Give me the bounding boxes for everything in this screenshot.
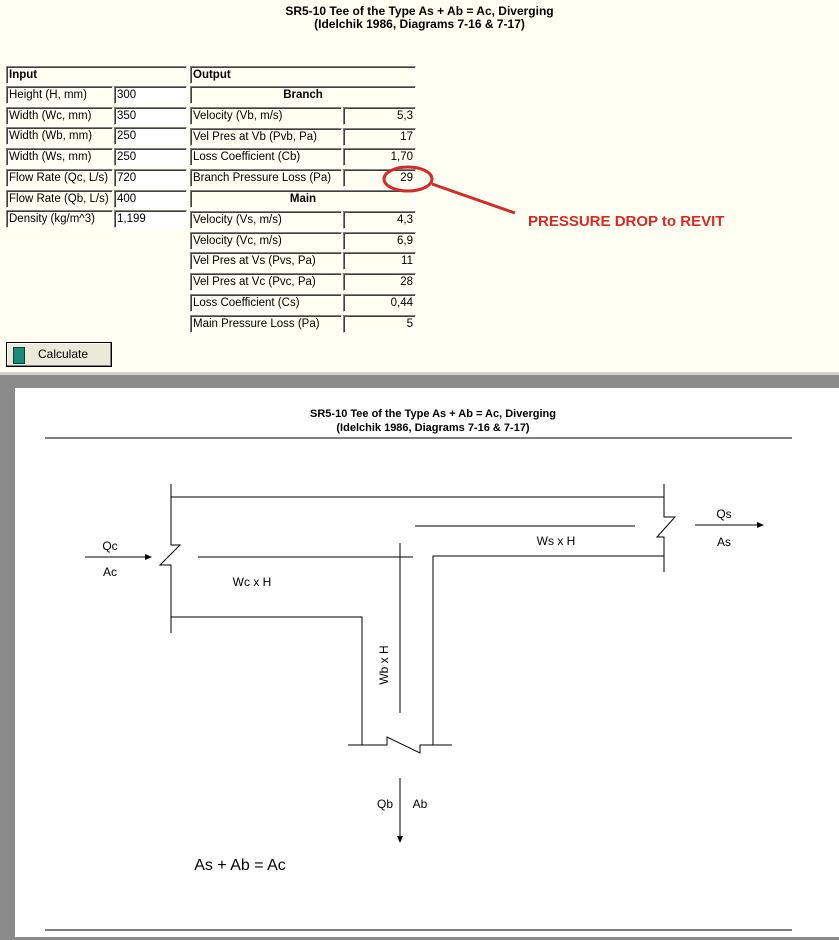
input-field[interactable]: 250 bbox=[114, 127, 187, 146]
output-label: Velocity (Vb, m/s) bbox=[190, 107, 342, 125]
diagram-title: SR5-10 Tee of the Type As + Ab = Ac, Div… bbox=[310, 408, 556, 420]
output-label: Main Pressure Loss (Pa) bbox=[190, 314, 342, 333]
input-label: Density (kg/m^3) bbox=[6, 210, 113, 229]
output-label: Vel Pres at Vc (Pvc, Pa) bbox=[190, 273, 342, 292]
diagram-paper bbox=[15, 388, 839, 937]
qb-label: Qb bbox=[377, 797, 393, 811]
input-label: Flow Rate (Qc, L/s) bbox=[6, 168, 113, 187]
output-label: Velocity (Vc, m/s) bbox=[190, 231, 342, 250]
arrow-icon bbox=[145, 554, 152, 560]
output-label: Loss Coefficient (Cs) bbox=[190, 293, 342, 312]
main-heading: Main bbox=[190, 190, 416, 208]
arrow-icon bbox=[397, 836, 403, 843]
diagram-subtitle: (Idelchik 1986, Diagrams 7-16 & 7-17) bbox=[336, 422, 530, 434]
input-field[interactable]: 250 bbox=[114, 148, 187, 167]
output-heading: Output bbox=[190, 66, 416, 84]
area-formula: As + Ab = Ac bbox=[194, 857, 286, 874]
calculator-icon bbox=[13, 347, 25, 364]
annotation-note: PRESSURE DROP to REVIT bbox=[528, 213, 725, 230]
arrow-icon bbox=[757, 522, 764, 528]
input-field[interactable]: 1,199 bbox=[114, 210, 187, 229]
annotation-line bbox=[431, 182, 516, 215]
qc-label: Qc bbox=[102, 539, 117, 553]
wb-label: Wb x H bbox=[377, 645, 391, 684]
wc-label: Wc x H bbox=[233, 575, 272, 589]
input-label: Width (Ws, mm) bbox=[6, 148, 113, 167]
input-label: Width (Wb, mm) bbox=[6, 127, 113, 146]
input-field[interactable]: 720 bbox=[114, 168, 187, 187]
output-value: 28 bbox=[343, 273, 416, 292]
output-value: 1,70 bbox=[343, 148, 416, 167]
output-value: 11 bbox=[343, 252, 416, 271]
input-heading: Input bbox=[6, 66, 187, 84]
branch-heading: Branch bbox=[190, 86, 416, 104]
output-label: Vel Pres at Vb (Pvb, Pa) bbox=[190, 127, 342, 146]
ac-label: Ac bbox=[103, 565, 117, 579]
output-label: Velocity (Vs, m/s) bbox=[190, 211, 342, 229]
highlight-circle bbox=[382, 165, 434, 193]
output-value: 5 bbox=[343, 314, 416, 333]
output-value: 4,3 bbox=[343, 211, 416, 229]
input-label: Height (H, mm) bbox=[6, 86, 113, 104]
ab-label: Ab bbox=[413, 797, 428, 811]
output-label: Loss Coefficient (Cb) bbox=[190, 148, 342, 167]
input-label: Width (Wc, mm) bbox=[6, 106, 113, 125]
input-label: Flow Rate (Qb, L/s) bbox=[6, 189, 113, 208]
flow-arrows bbox=[145, 522, 764, 843]
output-label: Branch Pressure Loss (Pa) bbox=[190, 169, 342, 188]
output-value: 29 bbox=[343, 169, 416, 188]
output-value: 17 bbox=[343, 127, 416, 146]
calculate-label: Calculate bbox=[38, 347, 89, 361]
output-value: 5,3 bbox=[343, 107, 416, 125]
input-field[interactable]: 300 bbox=[114, 86, 187, 104]
calculate-button[interactable]: Calculate bbox=[6, 342, 112, 367]
tee-drawing bbox=[45, 437, 792, 931]
output-value: 6,9 bbox=[343, 231, 416, 250]
qs-label: Qs bbox=[716, 507, 731, 521]
input-field[interactable]: 400 bbox=[114, 189, 187, 208]
page-subtitle: (Idelchik 1986, Diagrams 7-16 & 7-17) bbox=[314, 17, 525, 31]
output-label: Vel Pres at Vs (Pvs, Pa) bbox=[190, 252, 342, 271]
page-title: SR5-10 Tee of the Type As + Ab = Ac, Div… bbox=[285, 4, 554, 18]
ws-label: Ws x H bbox=[537, 534, 576, 548]
output-value: 0,44 bbox=[343, 293, 416, 312]
calculator-panel: SR5-10 Tee of the Type As + Ab = Ac, Div… bbox=[0, 0, 839, 372]
input-field[interactable]: 350 bbox=[114, 106, 187, 125]
as-label: As bbox=[717, 535, 731, 549]
